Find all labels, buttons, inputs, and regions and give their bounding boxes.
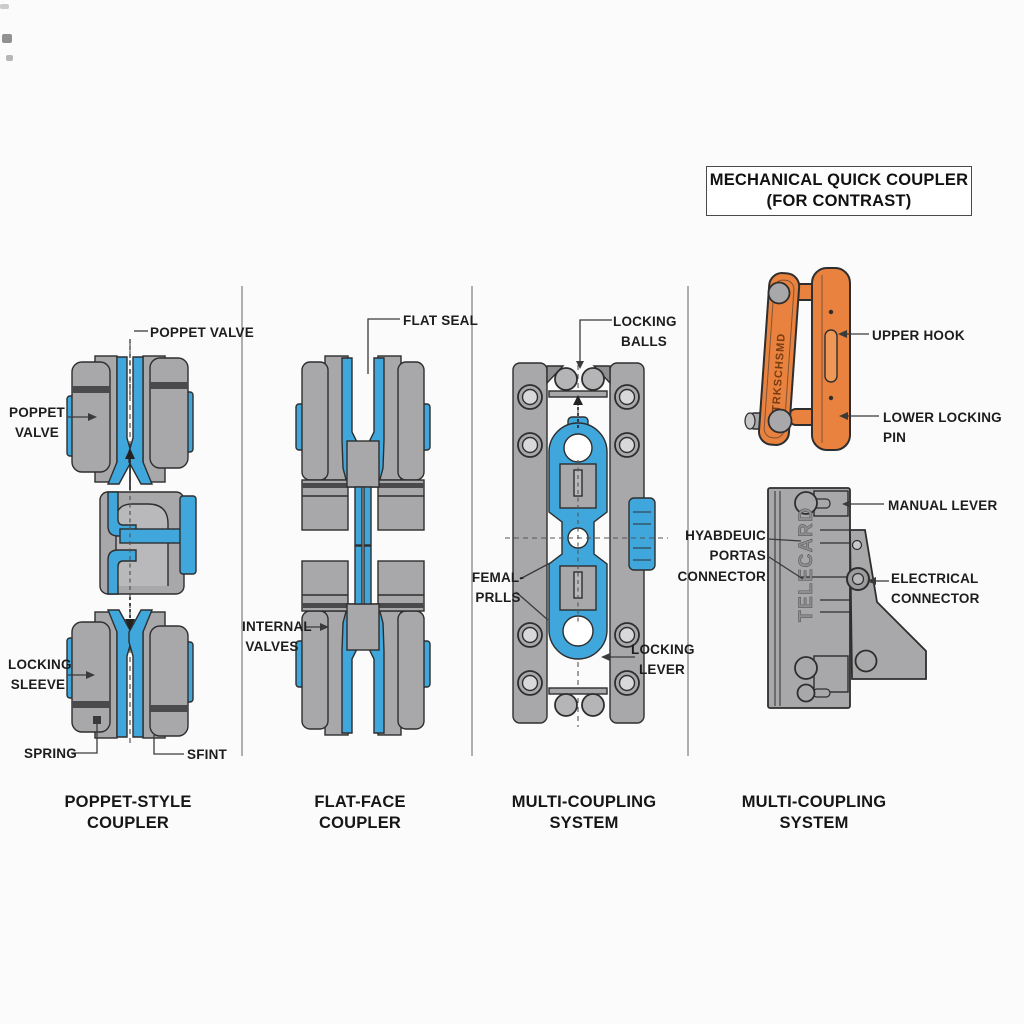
mechanical-quick-coupler-drawing: TRKSCHSMD <box>744 267 851 451</box>
label-hydraulic-ports-connector: HYABDEUIC PORTAS CONNECTOR <box>677 528 766 584</box>
label-locking-balls: LOCKING BALLS <box>613 314 677 350</box>
poppet-coupler-drawing <box>66 342 197 744</box>
label-femal-prlls: FEMAL- PRLLS <box>471 570 525 606</box>
label-manual-lever: MANUAL LEVER <box>888 498 998 513</box>
label-poppet-valve-top: POPPET VALVE <box>150 325 254 340</box>
title-box: MECHANICAL QUICK COUPLER (FOR CONTRAST) <box>706 166 972 216</box>
flat-face-coupler-drawing <box>295 355 431 736</box>
scan-artifacts <box>0 4 13 61</box>
caption-poppet-style-coupler: POPPET-STYLE COUPLER <box>64 793 192 832</box>
label-upper-hook: UPPER HOOK <box>872 328 965 343</box>
label-electrical-connector: ELECTRICAL CONNECTOR <box>891 571 980 607</box>
leader-lines <box>68 318 889 755</box>
label-internal-valves: INTERNAL VALVES <box>242 619 312 655</box>
engraved-brand-gray: TELECARD <box>796 507 817 622</box>
label-lower-locking-pin: LOWER LOCKING PIN <box>883 410 1002 446</box>
label-flat-seal: FLAT SEAL <box>403 313 479 328</box>
label-locking-lever: LOCKING LEVER <box>631 642 695 678</box>
caption-multi-coupling-system-1: MULTI-COUPLING SYSTEM <box>511 793 657 832</box>
hydraulic-connector-drawing: TELECARD <box>767 487 927 709</box>
multi-coupling-drawing <box>505 362 668 727</box>
divider-lines <box>241 286 689 756</box>
label-sfint: SFINT <box>187 747 227 762</box>
label-locking-sleeve: LOCKING SLEEVE <box>8 657 72 693</box>
engraved-brand-orange: TRKSCHSMD <box>770 332 788 412</box>
label-spring: SPRING <box>24 746 77 761</box>
caption-multi-coupling-system-2: MULTI-COUPLING SYSTEM <box>741 793 887 832</box>
label-poppet-valve-left: POPPET VALVE <box>9 405 65 441</box>
caption-flat-face-coupler: FLAT-FACE COUPLER <box>314 793 406 832</box>
